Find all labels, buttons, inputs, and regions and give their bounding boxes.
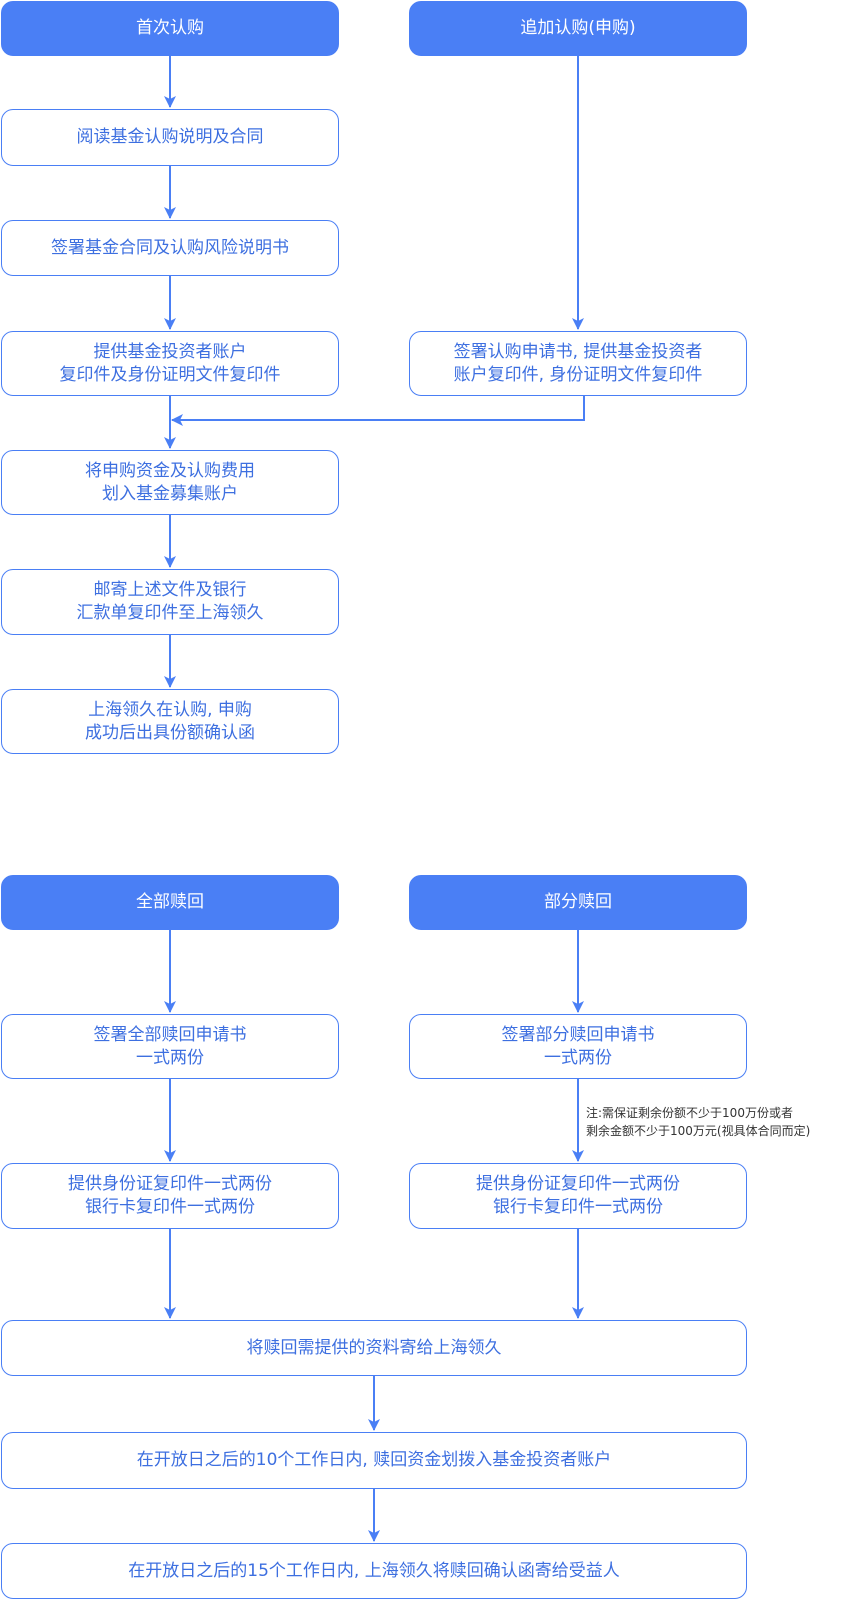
first-step-3-line-2: 复印件及身份证明文件复印件 bbox=[59, 364, 281, 385]
arrow-additional-merge bbox=[171, 396, 585, 426]
first-step-3-line-1: 提供基金投资者账户 bbox=[93, 341, 247, 362]
first-step-2-line-1: 签署基金合同及认购风险说明书 bbox=[51, 237, 289, 258]
partial-redemption-step-2: 提供身份证复印件一式两份 银行卡复印件一式两份 bbox=[409, 1163, 747, 1229]
first-step-1-line-1: 阅读基金认购说明及合同 bbox=[76, 127, 264, 147]
first-step-4: 将申购资金及认购费用 划入基金募集账户 bbox=[1, 450, 339, 515]
partial-redemption-step-2-line-2: 银行卡复印件一式两份 bbox=[493, 1197, 663, 1217]
partial-redemption-note-line-1: 注:需保证剩余份额不少于100万份或者 bbox=[586, 1106, 793, 1120]
redemption-common-step-3: 在开放日之后的15个工作日内, 上海领久将赎回确认函寄给受益人 bbox=[1, 1543, 747, 1599]
redemption-common-step-3-label: 在开放日之后的15个工作日内, 上海领久将赎回确认函寄给受益人 bbox=[128, 1560, 620, 1581]
first-step-5-line-2: 汇款单复印件至上海领久 bbox=[76, 603, 264, 623]
first-step-5: 邮寄上述文件及银行 汇款单复印件至上海领久 bbox=[1, 569, 339, 635]
additional-subscription-header-label: 追加认购(申购) bbox=[520, 18, 636, 38]
redemption-common-step-1: 将赎回需提供的资料寄给上海领久 bbox=[1, 1320, 747, 1376]
first-step-4-line-2: 划入基金募集账户 bbox=[102, 483, 238, 504]
full-redemption-step-1-line-1: 签署全部赎回申请书 bbox=[93, 1024, 247, 1045]
first-subscription-header: 首次认购 bbox=[1, 1, 339, 56]
partial-redemption-note: 注:需保证剩余份额不少于100万份或者 剩余金额不少于100万元(视具体合同而定… bbox=[586, 1104, 810, 1140]
partial-redemption-step-1-line-2: 一式两份 bbox=[544, 1047, 612, 1068]
full-redemption-step-2-line-1: 提供身份证复印件一式两份 bbox=[68, 1174, 272, 1194]
first-step-6-line-1: 上海领久在认购, 申购 bbox=[88, 699, 252, 720]
first-step-1: 阅读基金认购说明及合同 bbox=[1, 109, 339, 166]
partial-redemption-header: 部分赎回 bbox=[409, 875, 747, 930]
partial-redemption-note-line-2: 剩余金额不少于100万元(视具体合同而定) bbox=[586, 1124, 811, 1138]
redemption-common-step-2: 在开放日之后的10个工作日内, 赎回资金划拨入基金投资者账户 bbox=[1, 1432, 747, 1489]
first-subscription-header-label: 首次认购 bbox=[136, 18, 204, 38]
full-redemption-header-label: 全部赎回 bbox=[136, 892, 204, 912]
first-step-4-line-1: 将申购资金及认购费用 bbox=[85, 460, 255, 481]
redemption-common-step-2-label: 在开放日之后的10个工作日内, 赎回资金划拨入基金投资者账户 bbox=[136, 1450, 612, 1470]
partial-redemption-step-1: 签署部分赎回申请书 一式两份 bbox=[409, 1014, 747, 1079]
additional-step-1: 签署认购申请书, 提供基金投资者 账户复印件, 身份证明文件复印件 bbox=[409, 331, 747, 396]
partial-redemption-step-1-line-1: 签署部分赎回申请书 bbox=[501, 1024, 655, 1045]
full-redemption-header: 全部赎回 bbox=[1, 875, 339, 930]
full-redemption-step-2-line-2: 银行卡复印件一式两份 bbox=[85, 1197, 255, 1217]
full-redemption-step-2: 提供身份证复印件一式两份 银行卡复印件一式两份 bbox=[1, 1163, 339, 1229]
first-step-6: 上海领久在认购, 申购 成功后出具份额确认函 bbox=[1, 689, 339, 754]
partial-redemption-header-label: 部分赎回 bbox=[544, 892, 612, 912]
full-redemption-step-1-line-2: 一式两份 bbox=[136, 1047, 204, 1068]
first-step-6-line-2: 成功后出具份额确认函 bbox=[85, 722, 255, 743]
additional-step-1-line-1: 签署认购申请书, 提供基金投资者 bbox=[453, 341, 703, 362]
full-redemption-step-1: 签署全部赎回申请书 一式两份 bbox=[1, 1014, 339, 1079]
redemption-common-step-1-label: 将赎回需提供的资料寄给上海领久 bbox=[246, 1337, 502, 1358]
first-step-5-line-1: 邮寄上述文件及银行 bbox=[93, 580, 247, 600]
partial-redemption-step-2-line-1: 提供身份证复印件一式两份 bbox=[476, 1174, 680, 1194]
first-step-2: 签署基金合同及认购风险说明书 bbox=[1, 220, 339, 276]
additional-subscription-header: 追加认购(申购) bbox=[409, 1, 747, 56]
additional-step-1-line-2: 账户复印件, 身份证明文件复印件 bbox=[453, 364, 703, 385]
first-step-3: 提供基金投资者账户 复印件及身份证明文件复印件 bbox=[1, 331, 339, 396]
